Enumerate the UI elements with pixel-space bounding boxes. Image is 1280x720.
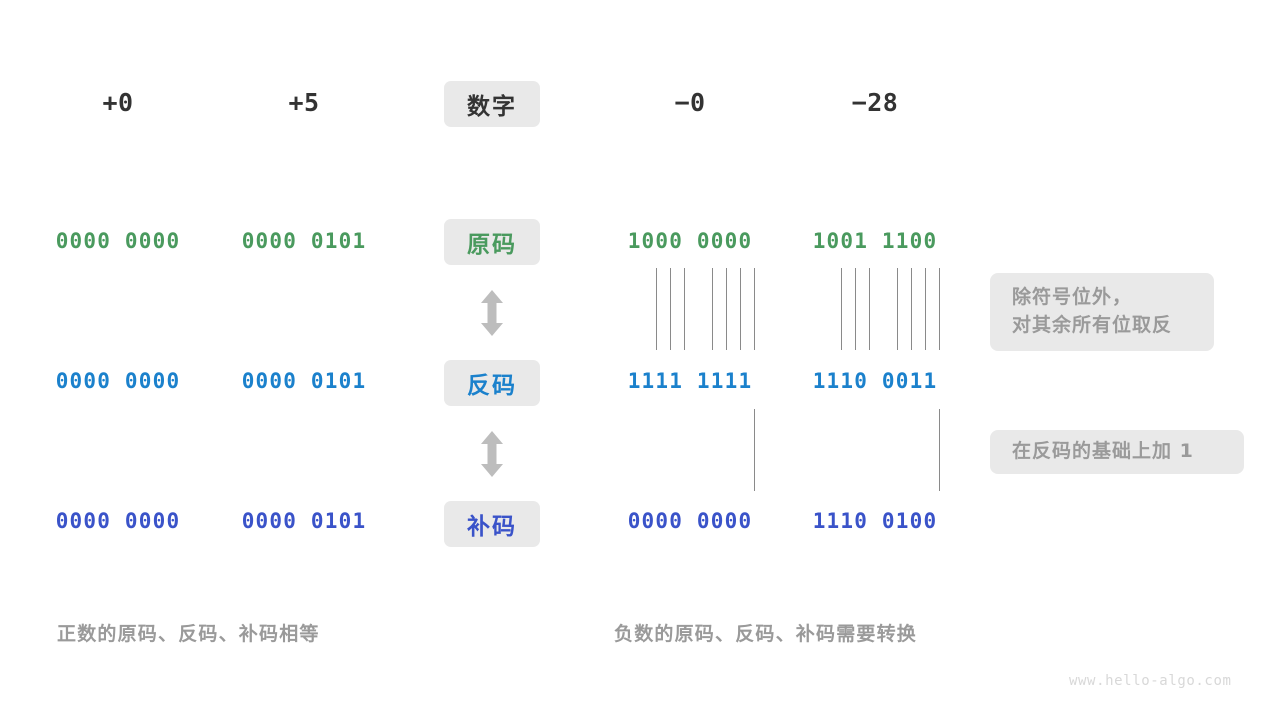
bits-sign-magnitude-plus-zero: 0000 0000 — [55, 229, 181, 253]
connector-line — [739, 268, 742, 350]
connector-line — [711, 268, 714, 350]
connector-lines-minus-zero-invert — [610, 268, 770, 350]
bits-twos-complement-minus-twentyeight: 1110 0100 — [812, 509, 938, 533]
bits-twos-complement-minus-zero: 0000 0000 — [627, 509, 753, 533]
connector-line — [683, 268, 686, 350]
note-invert-line2: 对其余所有位取反 — [1012, 314, 1173, 336]
bits-sign-magnitude-minus-zero: 1000 0000 — [627, 229, 753, 253]
row-label-twos-complement: 补码 — [444, 501, 540, 547]
connector-line — [938, 268, 941, 350]
connector-lines-minus-twentyeight-invert — [795, 268, 955, 350]
connector-line — [753, 268, 756, 350]
row-label-ones-complement: 反码 — [444, 360, 540, 406]
connector-line — [655, 268, 658, 350]
bits-sign-magnitude-plus-five: 0000 0101 — [241, 229, 367, 253]
bits-ones-complement-minus-zero: 1111 1111 — [627, 369, 753, 393]
bits-twos-complement-plus-zero: 0000 0000 — [55, 509, 181, 533]
header-value-plus-five: +5 — [288, 88, 320, 117]
connector-line-minus-zero-add-one — [610, 409, 770, 491]
connector-line — [854, 268, 857, 350]
note-invert-line1: 除符号位外， — [1012, 286, 1133, 309]
connector-line-minus-twentyeight-add-one — [795, 409, 955, 491]
connector-line — [924, 268, 927, 350]
bits-ones-complement-plus-zero: 0000 0000 — [55, 369, 181, 393]
header-value-plus-zero: +0 — [102, 88, 134, 117]
watermark: www.hello-algo.com — [1069, 673, 1232, 689]
bits-ones-complement-plus-five: 0000 0101 — [241, 369, 367, 393]
bits-sign-magnitude-minus-twentyeight: 1001 1100 — [812, 229, 938, 253]
note-add-one: 在反码的基础上加 1 — [990, 430, 1244, 474]
bits-ones-complement-minus-twentyeight: 1110 0011 — [812, 369, 938, 393]
double-arrow-sign-magnitude-to-ones — [479, 289, 505, 337]
connector-line — [669, 268, 672, 350]
connector-line — [910, 268, 913, 350]
connector-line — [840, 268, 843, 350]
row-label-number: 数字 — [444, 81, 540, 127]
header-value-minus-twentyeight: −28 — [851, 88, 899, 117]
caption-negative-numbers: 负数的原码、反码、补码需要转换 — [614, 623, 918, 645]
double-arrow-icon — [481, 431, 503, 477]
connector-line — [725, 268, 728, 350]
connector-line — [938, 409, 941, 491]
note-invert-bits: 除符号位外， 对其余所有位取反 — [990, 273, 1214, 351]
row-label-sign-magnitude: 原码 — [444, 219, 540, 265]
connector-line — [896, 268, 899, 350]
connector-line — [868, 268, 871, 350]
double-arrow-icon — [481, 290, 503, 336]
header-value-minus-zero: −0 — [674, 88, 706, 117]
bits-twos-complement-plus-five: 0000 0101 — [241, 509, 367, 533]
connector-line — [753, 409, 756, 491]
double-arrow-ones-to-twos — [479, 430, 505, 478]
caption-positive-numbers: 正数的原码、反码、补码相等 — [57, 623, 320, 645]
note-add-one-text: 在反码的基础上加 1 — [1012, 440, 1194, 463]
